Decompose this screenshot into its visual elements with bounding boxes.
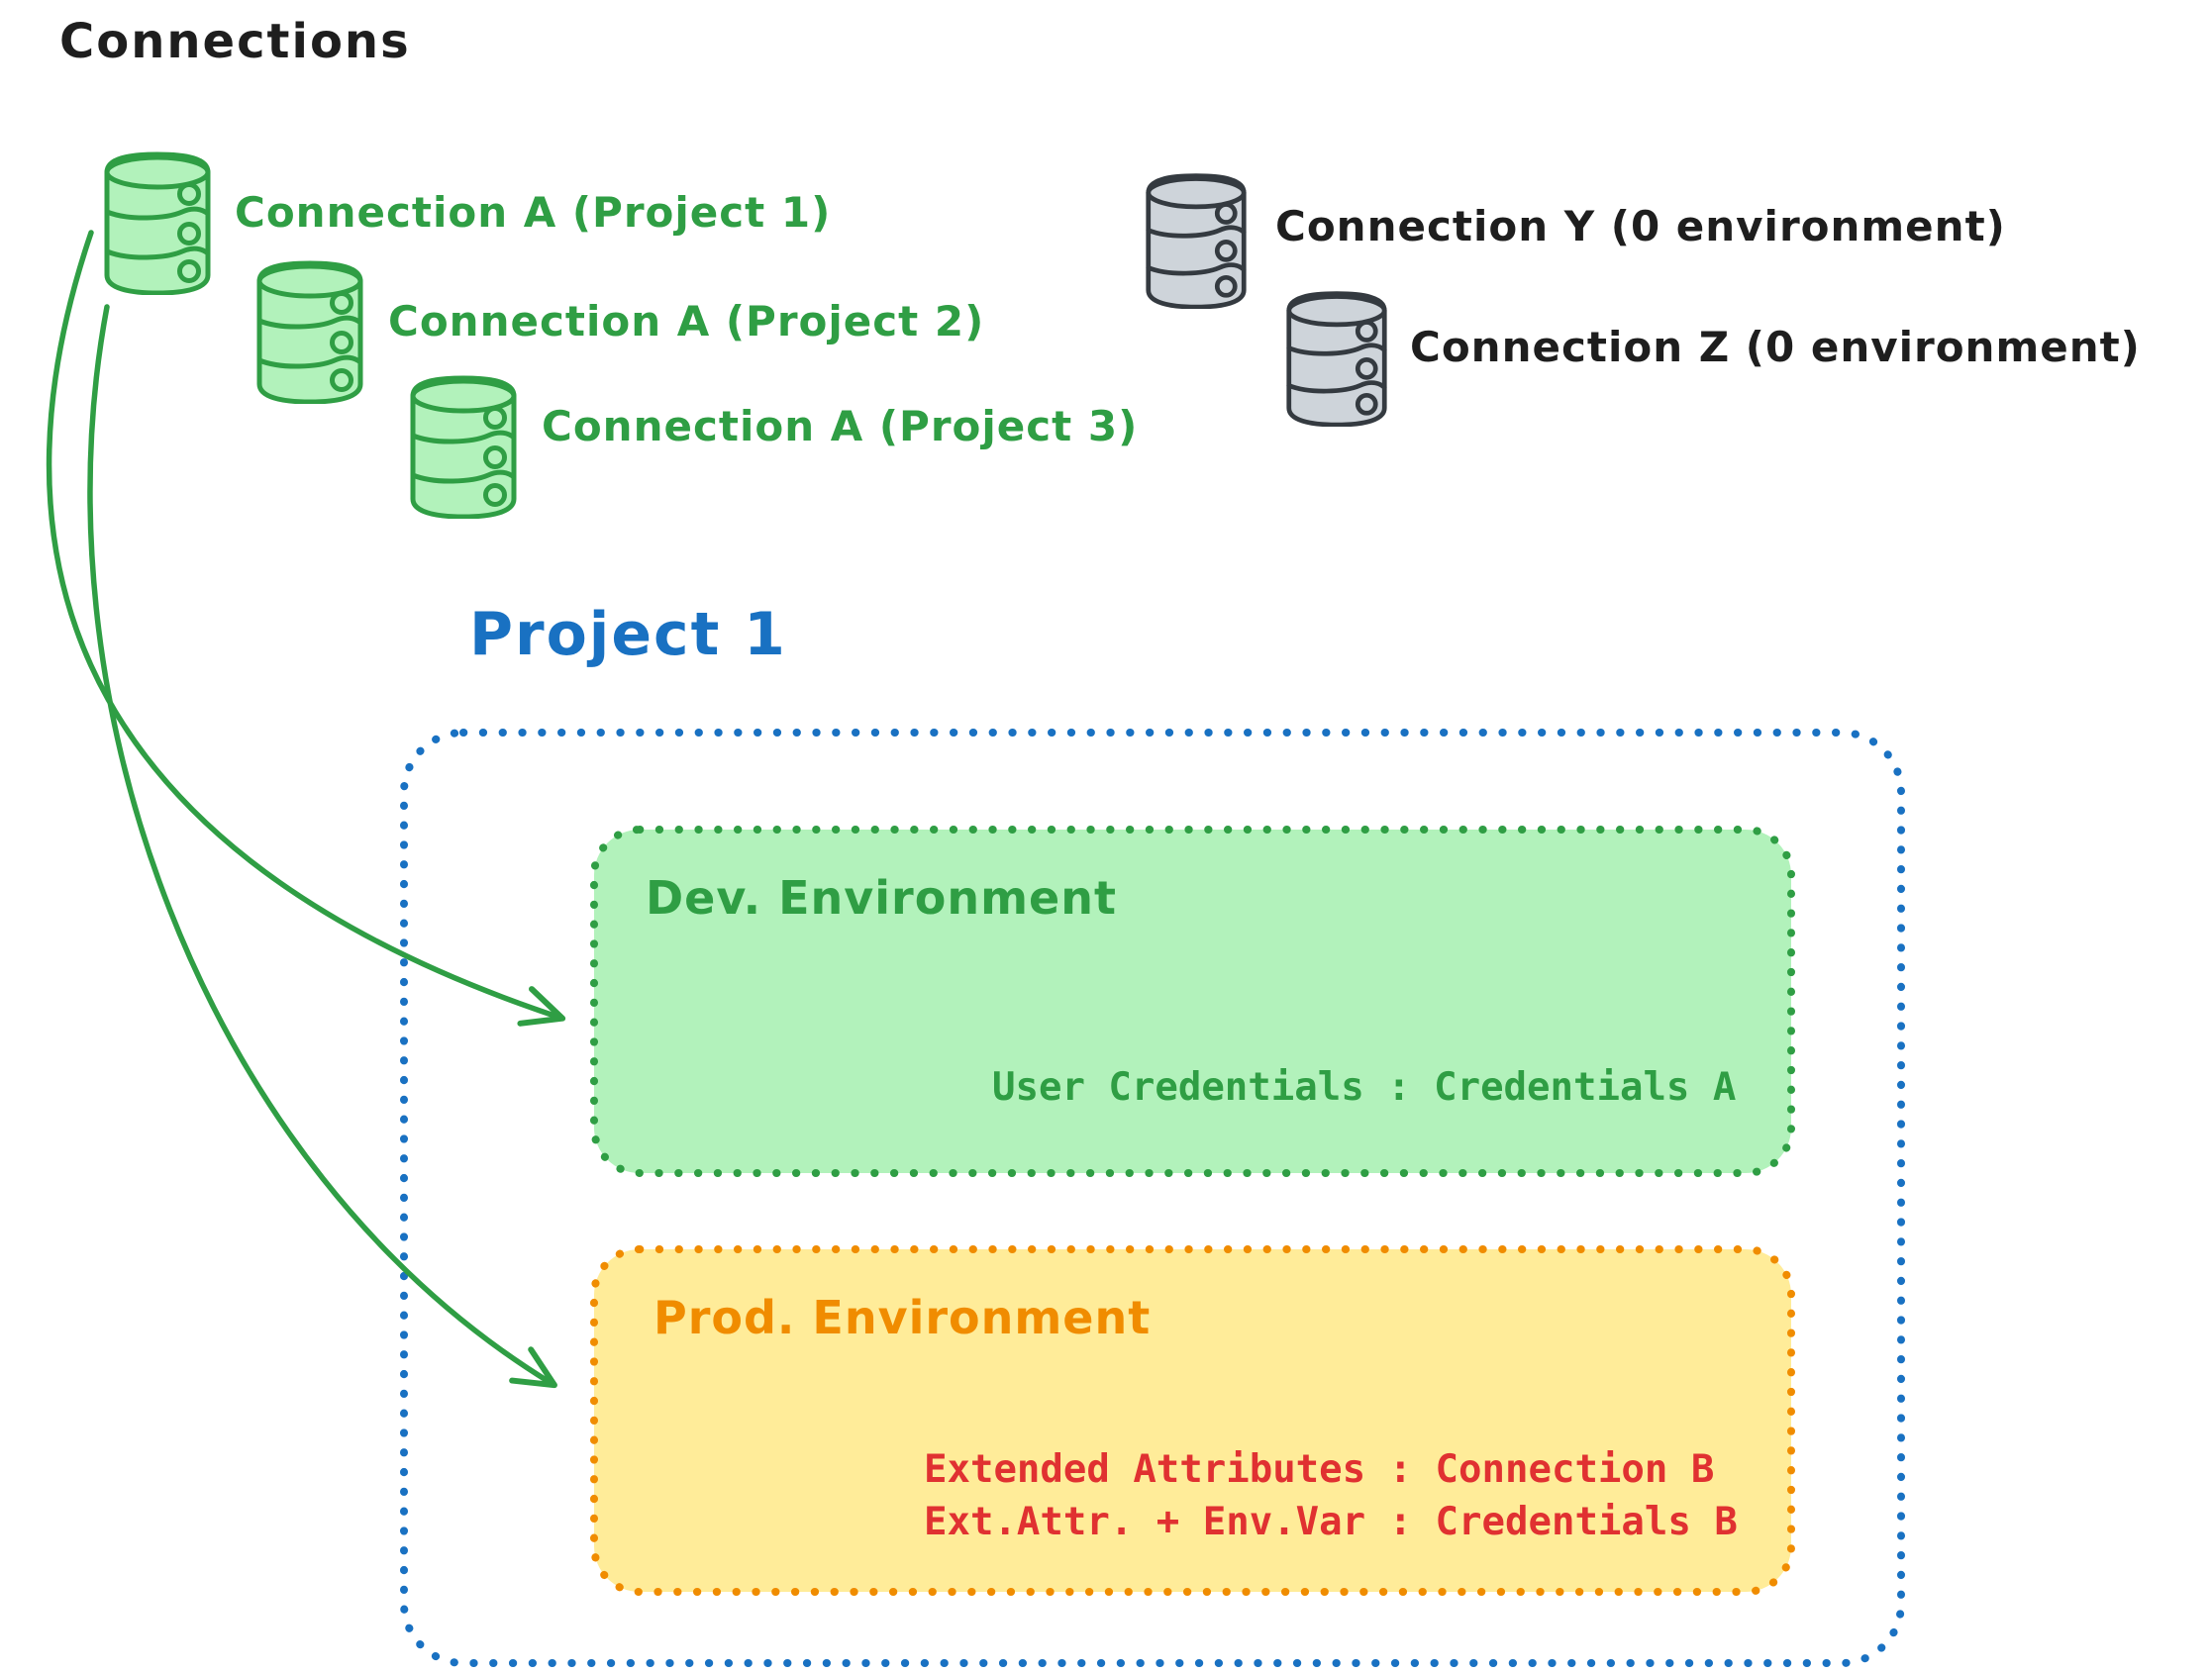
project-1-box xyxy=(400,729,1905,1667)
prod-environment-credential-mapping-2: Ext.Attr. + Env.Var : Credentials B xyxy=(924,1500,1738,1544)
database-icon-connection-y xyxy=(1146,173,1247,309)
page-title: Connections xyxy=(59,14,411,69)
dev-environment-box xyxy=(590,826,1795,1177)
prod-environment-credential-mapping-1: Extended Attributes : Connection B xyxy=(924,1447,1715,1492)
database-icon-connection-z xyxy=(1286,291,1387,427)
database-icon-connection-a-project-2 xyxy=(256,260,363,404)
label-connection-z: Connection Z (0 environment) xyxy=(1410,323,2141,371)
label-connection-a-project-3: Connection A (Project 3) xyxy=(542,402,1139,450)
arrow-connection-a-to-dev-environment xyxy=(46,230,566,1027)
dev-environment-title: Dev. Environment xyxy=(646,871,1117,925)
label-connection-y: Connection Y (0 environment) xyxy=(1275,202,2006,250)
label-connection-a-project-2: Connection A (Project 2) xyxy=(388,297,985,345)
label-connection-a-project-1: Connection A (Project 1) xyxy=(235,188,832,237)
dev-environment-credential-mapping: User Credentials : Credentials A xyxy=(992,1065,1737,1110)
prod-environment-box xyxy=(590,1245,1795,1596)
database-icon-connection-a-project-1 xyxy=(104,151,211,295)
project-1-title: Project 1 xyxy=(469,600,787,669)
prod-environment-title: Prod. Environment xyxy=(654,1291,1152,1344)
database-icon-connection-a-project-3 xyxy=(410,375,517,519)
arrow-connection-a-to-prod-environment xyxy=(87,304,557,1389)
